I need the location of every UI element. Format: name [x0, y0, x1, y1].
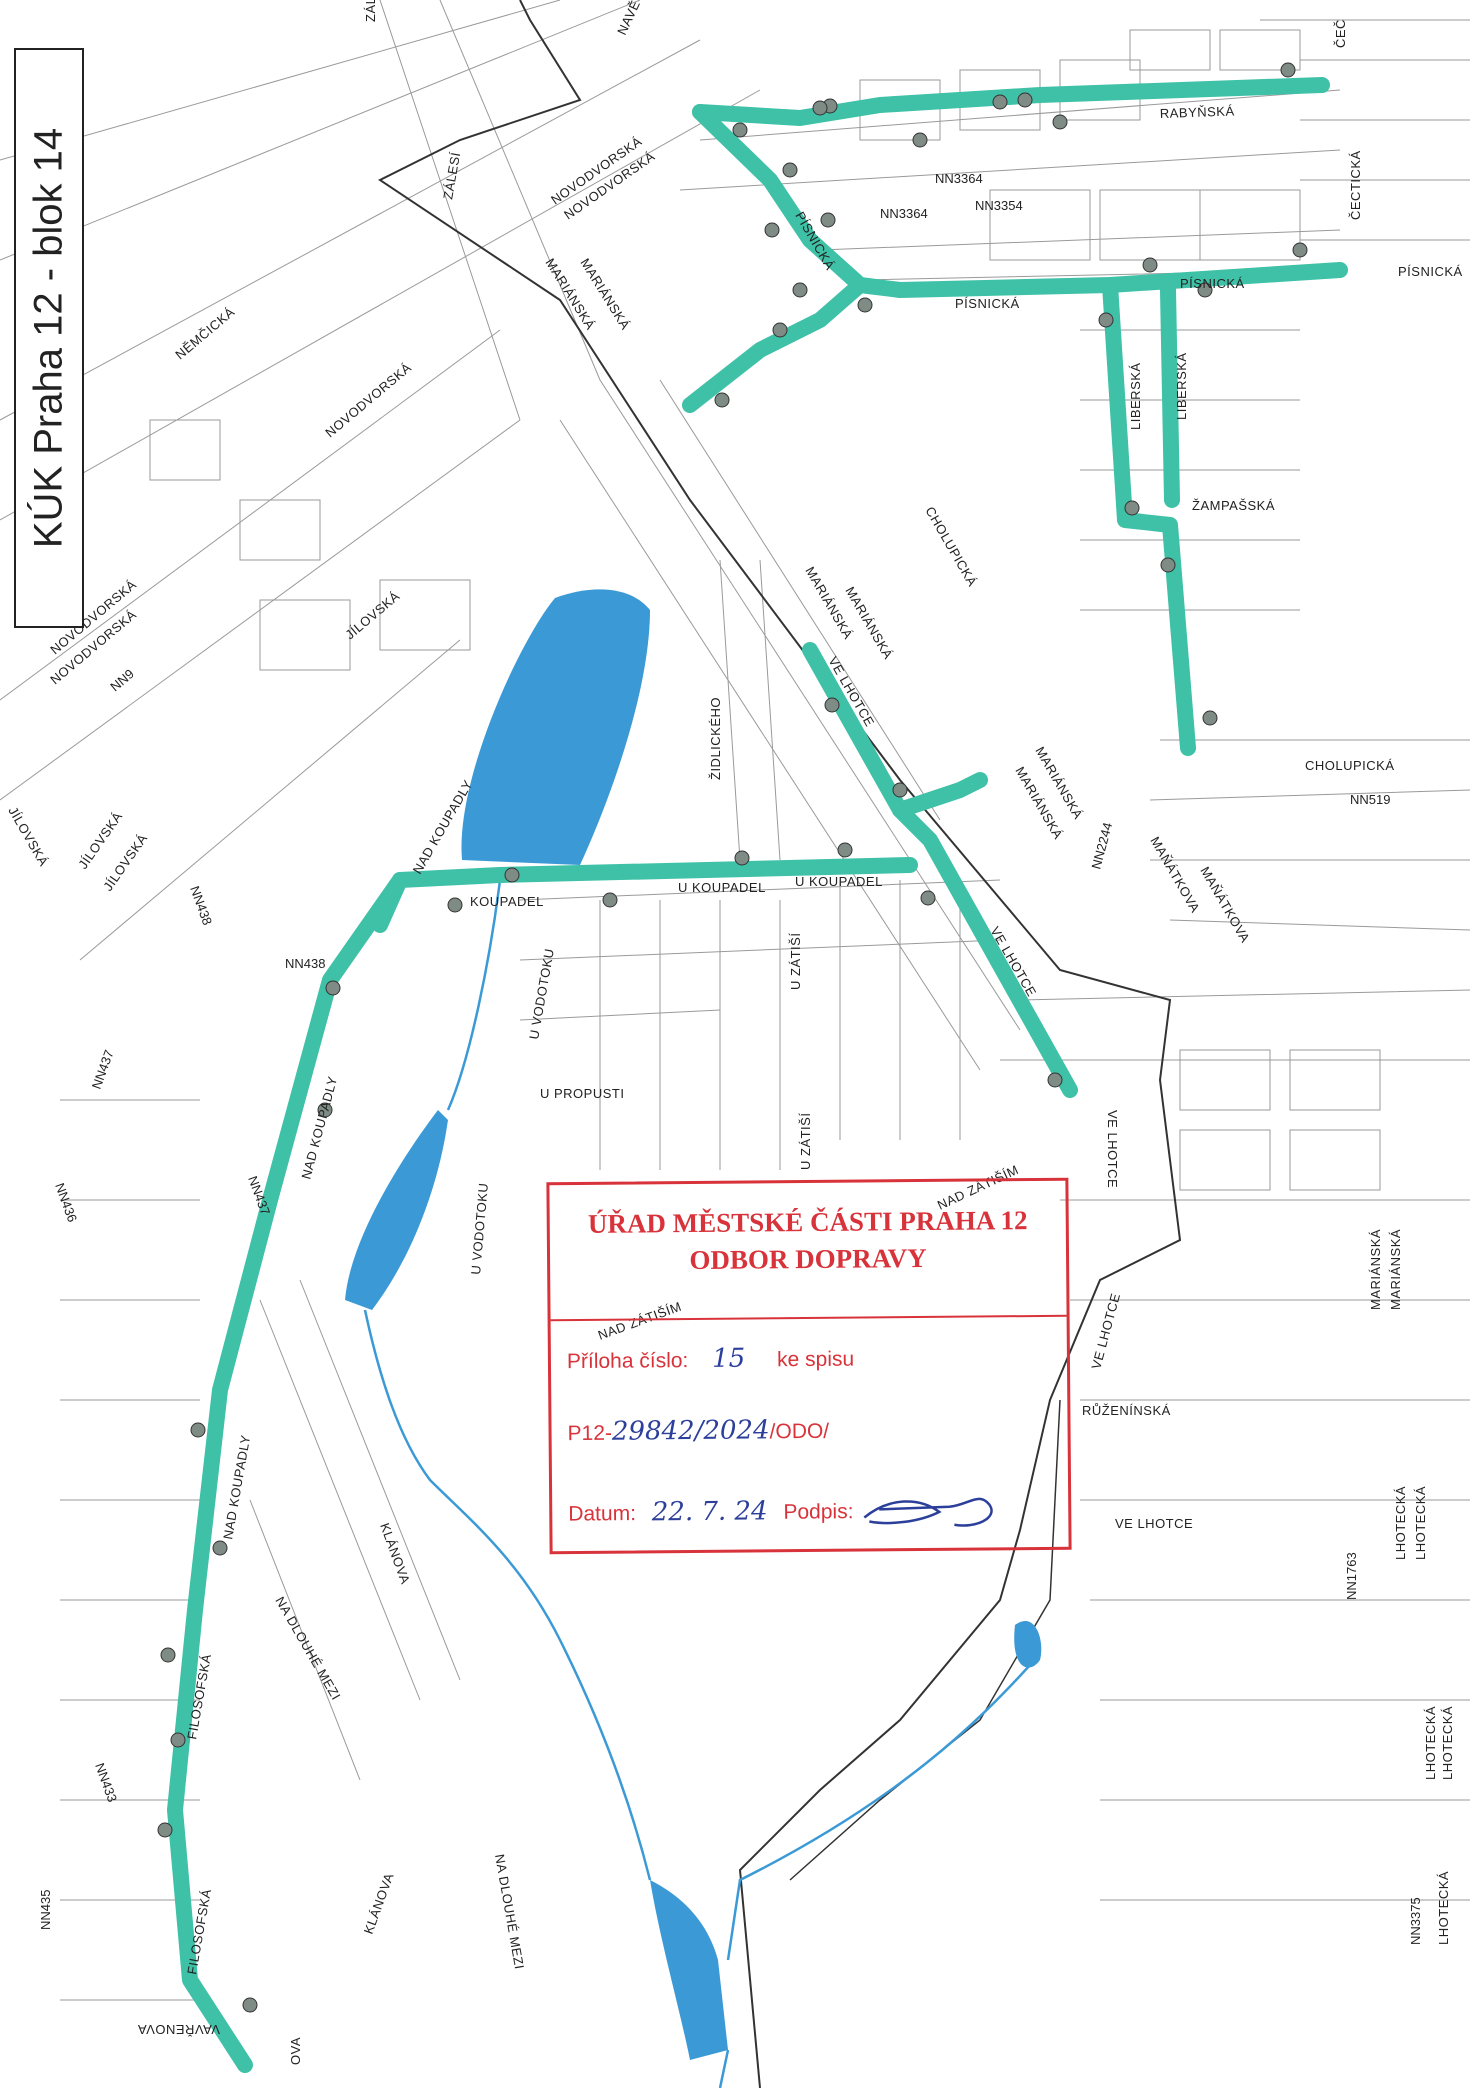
- priloha-value: 15: [712, 1343, 746, 1374]
- street-label: KLÁNOVA: [361, 1871, 397, 1936]
- street-label: NĚMČICKÁ: [172, 304, 237, 362]
- street-label: ČEČ: [1333, 19, 1348, 48]
- nn-label: NN3375: [1408, 1897, 1423, 1945]
- water-bodies: [345, 589, 1042, 2060]
- street-label: ŽIDLICKÉHO: [708, 697, 723, 780]
- street-label: VAVŘENOVA: [137, 2022, 220, 2037]
- map-title-box: KÚK Praha 12 - blok 14: [14, 48, 84, 628]
- street-label: NAVĚTROVÉ: [614, 0, 663, 37]
- street-label: NA DLOUHÉ MEZI: [492, 1853, 527, 1971]
- datum-value: 22. 7. 24: [651, 1495, 768, 1527]
- streams: [363, 879, 1031, 2088]
- priloha-label: Příloha číslo:: [566, 1349, 689, 1374]
- stamp-priloha-row: Příloha číslo: 15 ke spisu: [567, 1343, 854, 1376]
- street-label: ŽAMPAŠSKÁ: [1192, 498, 1275, 513]
- street-label: LHOTECKÁ: [1440, 1706, 1455, 1780]
- street-label: ZÁLESÍ: [363, 0, 378, 22]
- route-markers: [157, 62, 1308, 2013]
- nn-label: NN9: [107, 666, 137, 694]
- ref-prefix: P12-: [567, 1421, 613, 1446]
- street-label: LHOTECKÁ: [1423, 1706, 1438, 1780]
- street-labels: ZÁLESÍ ZÁLESÍ NAVĚTROVÉ ČEČ RABYŇSKÁ ČEC…: [5, 0, 1462, 2065]
- signature-scribble: [863, 1497, 993, 1527]
- street-label: KOUPADEL: [470, 894, 544, 909]
- street-label: PÍSNICKÁ: [955, 296, 1020, 311]
- street-label: RABYŇSKÁ: [1160, 103, 1235, 121]
- ref-number: 29842: [611, 1416, 695, 1447]
- street-label: CHOLUPICKÁ: [1305, 758, 1395, 773]
- street-label: LHOTECKÁ: [1393, 1486, 1408, 1560]
- street-label: MARIÁNSKÁ: [1368, 1229, 1383, 1310]
- datum-label: Datum:: [568, 1502, 637, 1526]
- street-label: JÍLOVSKÁ: [342, 588, 402, 642]
- street-label: LHOTECKÁ: [1436, 1871, 1451, 1945]
- ref-separator: /: [694, 1415, 704, 1446]
- street-label: U KOUPADEL: [795, 874, 883, 889]
- street-label: ČECTICKÁ: [1348, 150, 1363, 220]
- ref-suffix: /ODO/: [769, 1419, 830, 1444]
- street-label: OVA: [288, 2037, 303, 2065]
- street-label: MARIÁNSKÁ: [1388, 1229, 1403, 1310]
- street-label: ZÁLESÍ: [440, 151, 463, 201]
- spis-label: ke spisu: [777, 1347, 855, 1372]
- cadastral-linework: [0, 0, 1471, 2001]
- pond-north: [461, 589, 650, 865]
- street-label: LIBERSKÁ: [1174, 352, 1189, 420]
- street-label: LIBERSKÁ: [1128, 362, 1143, 430]
- street-label: PÍSNICKÁ: [1180, 276, 1245, 291]
- nn-label: NN433: [92, 1761, 120, 1804]
- street-label: NA DLOUHÉ MEZI: [272, 1594, 343, 1703]
- nn-label: NN3364: [880, 206, 928, 221]
- street-label: U VODOTOKU: [468, 1182, 491, 1275]
- pond-east: [1014, 1620, 1042, 1668]
- street-label: VE LHOTCE: [1115, 1516, 1193, 1531]
- street-label: MAŇÁTKOVA: [1197, 864, 1253, 945]
- street-label: U PROPUSTI: [540, 1086, 624, 1101]
- street-label: NAD KOUPADLY: [220, 1434, 253, 1541]
- nn-label: NN519: [1350, 792, 1390, 807]
- nn-label: NN438: [285, 956, 325, 971]
- map-title: KÚK Praha 12 - blok 14: [26, 127, 71, 549]
- street-label: CHOLUPICKÁ: [922, 504, 980, 589]
- street-label: JÍLOVSKÁ: [5, 804, 51, 869]
- nn-label: NN1763: [1344, 1552, 1359, 1600]
- district-boundary: [378, 0, 1182, 2088]
- stamp-department: ODBOR DOPRAVY: [689, 1242, 927, 1276]
- nn-label: NN437: [89, 1048, 117, 1091]
- street-label: MARIÁNSKÁ: [802, 564, 856, 642]
- street-label: NOVODVORSKÁ: [322, 360, 414, 440]
- street-label: KLÁNOVA: [377, 1521, 413, 1586]
- nn-label: NN2244: [1088, 821, 1115, 871]
- pond-west: [345, 1110, 448, 1310]
- kuk-route: [167, 77, 1348, 2073]
- podpis-label: Podpis:: [783, 1500, 854, 1524]
- nn-label: NN438: [187, 884, 215, 927]
- street-label: LHOTECKÁ: [1413, 1486, 1428, 1560]
- street-label: U KOUPADEL: [678, 880, 766, 895]
- district-boundary-inner: [789, 1399, 1061, 1881]
- nn-label: NN436: [52, 1181, 80, 1224]
- street-label: VE LHOTCE: [1088, 1291, 1123, 1370]
- stamp-office-name: ÚŘAD MĚSTSKÉ ČÁSTI PRAHA 12: [587, 1205, 1028, 1239]
- street-label: U ZÁTIŠÍ: [798, 1113, 813, 1170]
- nn-label: NN435: [38, 1890, 53, 1930]
- street-label: U ZÁTIŠÍ: [788, 933, 803, 990]
- street-label: RŮŽENÍNSKÁ: [1082, 1403, 1171, 1418]
- nn-label: NN3354: [975, 198, 1023, 213]
- pond-south: [650, 1880, 728, 2060]
- nn-label: NN3364: [935, 171, 983, 186]
- stamp-ref-row: P12-29842/2024/ODO/: [567, 1415, 829, 1447]
- office-stamp: ÚŘAD MĚSTSKÉ ČÁSTI PRAHA 12 ODBOR DOPRAV…: [546, 1177, 1072, 1555]
- stamp-header: ÚŘAD MĚSTSKÉ ČÁSTI PRAHA 12 ODBOR DOPRAV…: [549, 1186, 1067, 1322]
- street-label: U VODOTOKU: [526, 947, 557, 1040]
- street-label: MAŇÁTKOVA: [1147, 834, 1203, 915]
- ref-year: 2024: [703, 1415, 770, 1446]
- street-label: PÍSNICKÁ: [1398, 264, 1463, 279]
- stamp-date-row: Datum: 22. 7. 24 Podpis:: [568, 1486, 1009, 1540]
- street-label: VE LHOTCE: [1105, 1110, 1120, 1188]
